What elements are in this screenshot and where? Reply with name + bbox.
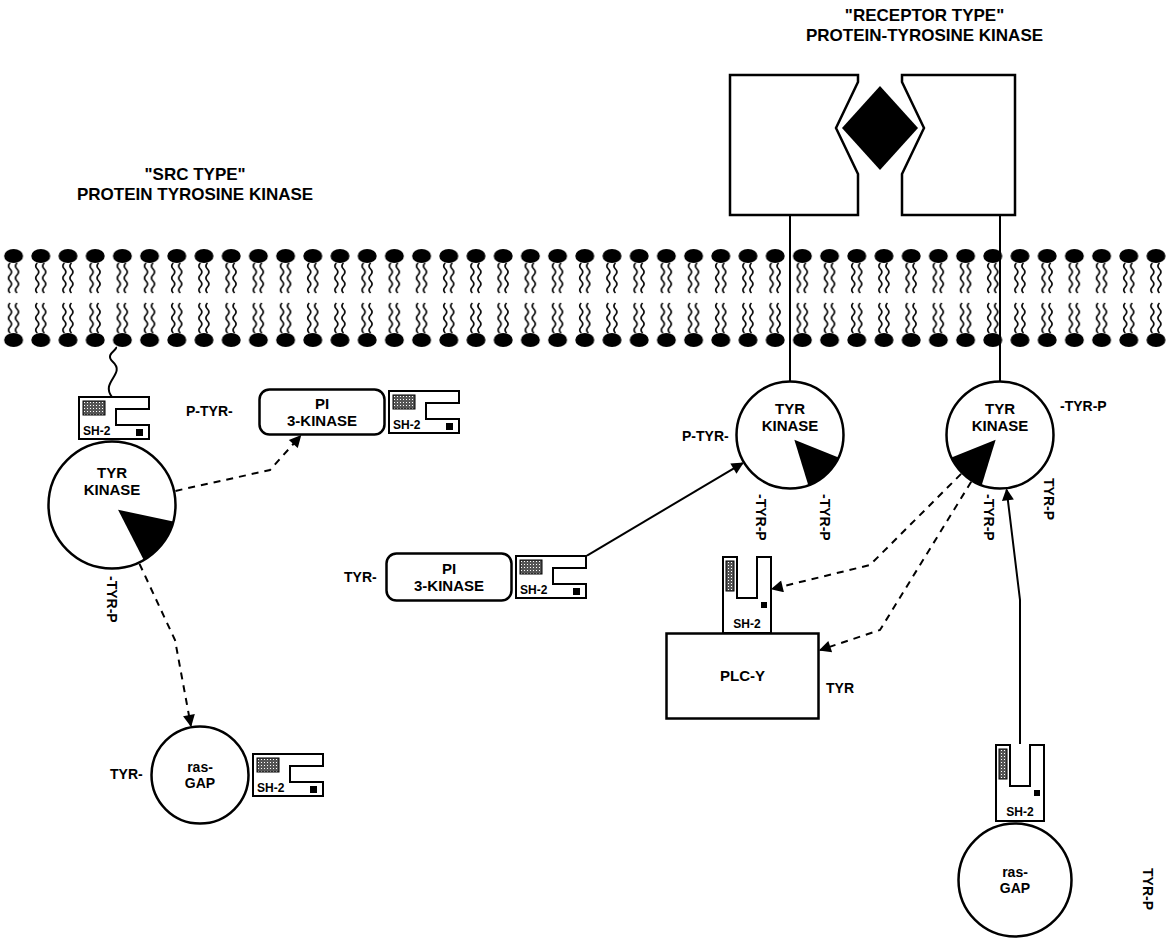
dashed-arrow: [772, 474, 961, 589]
kinase-circle: TYR KINASE: [945, 380, 1055, 490]
sh2-domain: SH-2: [78, 396, 150, 440]
protein-circle: ras- GAP: [957, 822, 1073, 938]
node-label: SH-2: [257, 781, 284, 795]
sh2-domain: SH-2: [515, 555, 587, 599]
solid-arrow: [1007, 490, 1020, 744]
heading: "RECEPTOR TYPE" PROTEIN-TYROSINE KINASE: [806, 6, 1043, 45]
transmembrane-segment: [999, 215, 1001, 381]
node-label: SH-2: [1006, 805, 1033, 819]
solid-arrow: [587, 463, 743, 555]
node-label: ras- GAP: [1000, 864, 1030, 896]
enzyme-box: PI 3-KINASE: [385, 552, 513, 602]
enzyme-box: PI 3-KINASE: [258, 388, 386, 436]
node-label: TYR KINASE: [972, 400, 1029, 435]
node-label: ras- GAP: [185, 759, 215, 791]
node-outline: [945, 380, 1055, 490]
node-label: TYR KINASE: [762, 400, 819, 435]
receptor-extracellular-domain: [902, 75, 1015, 215]
tyrosine-label: TYR-: [110, 766, 143, 782]
sh2-domain: SH-2: [388, 390, 460, 434]
enzyme-box: PLC-Y: [665, 632, 820, 720]
tyrosine-label: TYR-: [344, 569, 377, 585]
node-label: SH-2: [733, 617, 760, 631]
cell-membrane: [0, 246, 1169, 350]
node-outline: [47, 440, 177, 570]
membrane-anchor: [109, 347, 117, 397]
phosphotyrosine-label: TYR-P: [1041, 478, 1057, 520]
tyrosine-label: TYR: [826, 680, 854, 696]
node-label: PI 3-KINASE: [414, 560, 484, 595]
node-label: SH-2: [83, 424, 110, 438]
sh2-domain: SH-2: [722, 556, 772, 634]
phosphotyrosine-label: TYR-P: [1140, 868, 1156, 910]
kinase-circle: TYR KINASE: [47, 440, 177, 570]
sh2-domain: SH-2: [252, 753, 324, 797]
kinase-circle: TYR KINASE: [735, 380, 845, 490]
transmembrane-segment: [789, 215, 791, 381]
sh2-domain: SH-2: [995, 744, 1045, 822]
phosphotyrosine-label: -TYR-P: [817, 494, 833, 541]
node-label: SH-2: [520, 583, 547, 597]
phosphotyrosine-label: -TYR-P: [981, 494, 997, 541]
ligand-diamond: [842, 86, 918, 170]
phosphotyrosine-label: -TYR-P: [753, 494, 769, 541]
receptor-extracellular-domain: [730, 75, 858, 215]
heading: "SRC TYPE" PROTEIN TYROSINE KINASE: [77, 165, 313, 204]
node-outline: [735, 380, 845, 490]
phosphotyrosine-label: -TYR-P: [1060, 398, 1107, 414]
protein-circle: ras- GAP: [150, 725, 250, 825]
node-label: SH-2: [393, 418, 420, 432]
dashed-arrow: [820, 482, 971, 650]
node-label: PI 3-KINASE: [287, 395, 357, 430]
phosphotyrosine-label: -TYR-P: [104, 576, 120, 623]
dashed-arrow: [140, 564, 191, 726]
phosphotyrosine-label: P-TYR-: [186, 403, 233, 419]
node-label: PLC-Y: [720, 667, 765, 684]
dashed-arrow: [176, 436, 301, 491]
phosphotyrosine-label: P-TYR-: [682, 428, 729, 444]
node-label: TYR KINASE: [84, 464, 141, 499]
